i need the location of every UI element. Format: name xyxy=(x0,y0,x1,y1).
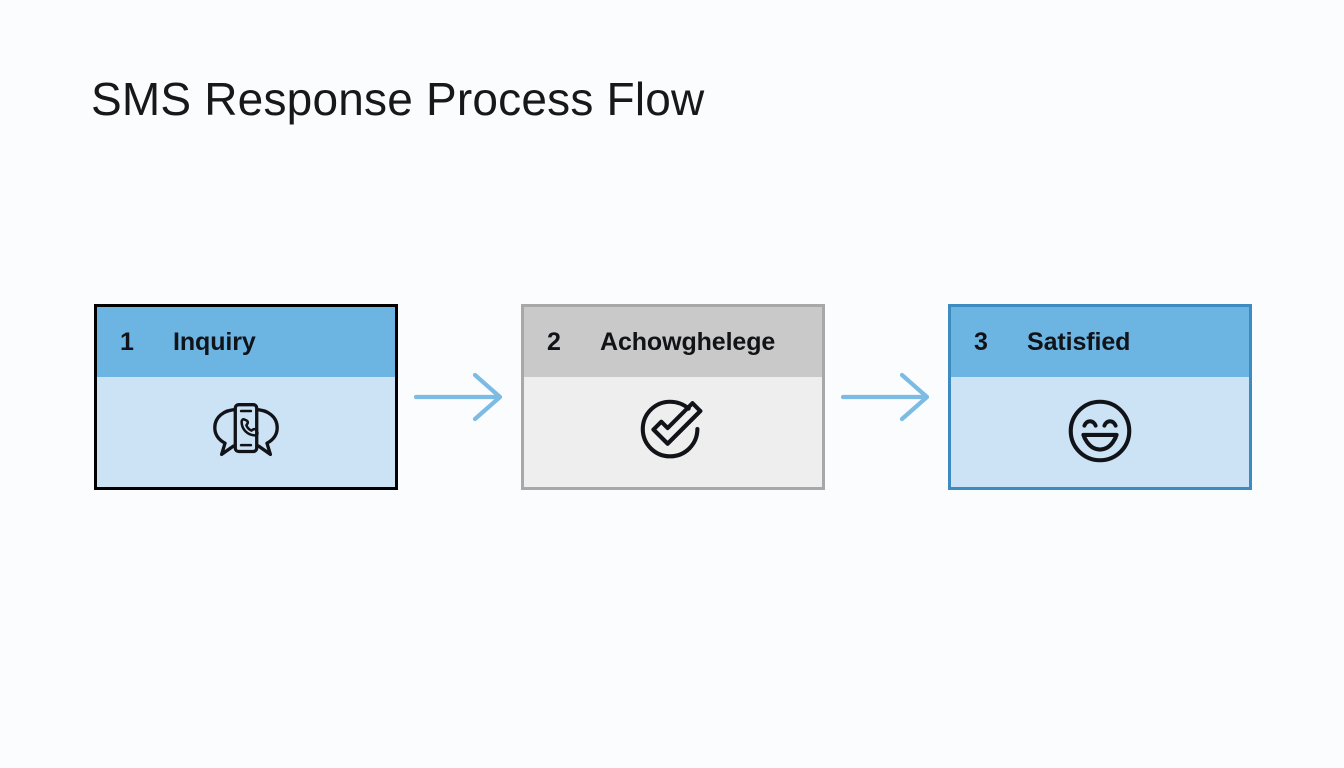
process-flow-diagram: 1 Inquiry xyxy=(94,303,1252,491)
phone-chat-bubble-icon xyxy=(207,394,285,470)
right-arrow-icon-2 xyxy=(839,369,935,425)
step-label-1: Inquiry xyxy=(173,327,256,356)
page-title: SMS Response Process Flow xyxy=(91,73,705,125)
step-number-3: 3 xyxy=(974,327,988,356)
flow-step-card-2[interactable]: 2 Achowghelege xyxy=(521,304,825,490)
flow-step-body-2 xyxy=(524,377,822,487)
step-label-2: Achowghelege xyxy=(600,327,776,356)
flow-step-body-1 xyxy=(97,377,395,487)
flow-step-body-3 xyxy=(951,377,1249,487)
step-number-1: 1 xyxy=(120,327,134,356)
flow-step-header-2: 2 Achowghelege xyxy=(524,307,822,377)
flow-step-card-1[interactable]: 1 Inquiry xyxy=(94,304,398,490)
step-number-2: 2 xyxy=(547,327,561,356)
flow-step-card-3[interactable]: 3 Satisfied xyxy=(948,304,1252,490)
flow-step-header-3: 3 Satisfied xyxy=(951,307,1249,377)
check-circle-icon xyxy=(634,394,712,470)
step-label-3: Satisfied xyxy=(1027,327,1131,356)
smiley-face-icon xyxy=(1061,394,1139,470)
right-arrow-icon-1 xyxy=(412,369,508,425)
flow-step-header-1: 1 Inquiry xyxy=(97,307,395,377)
